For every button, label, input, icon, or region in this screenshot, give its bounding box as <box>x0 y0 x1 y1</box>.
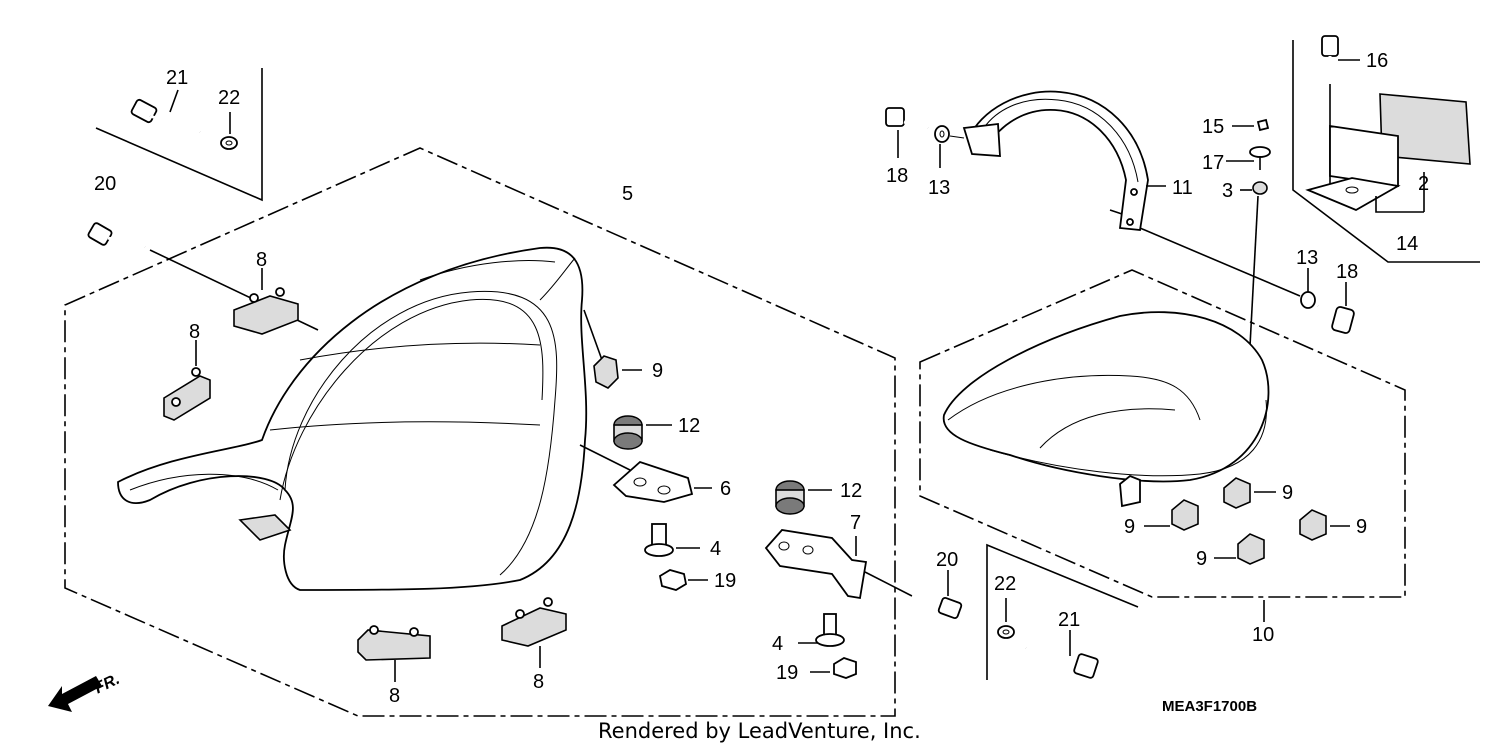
pad-8-b <box>163 340 211 421</box>
callout-4-a: 4 <box>710 538 721 560</box>
callout-7: 7 <box>850 512 861 534</box>
region-lines <box>64 40 1480 717</box>
bolt-18-right <box>1317 282 1355 334</box>
washer-22-bottom <box>997 598 1015 639</box>
callout-13-right: 13 <box>1296 247 1318 269</box>
render-credit: Rendered by LeadVenture, Inc. <box>598 719 921 743</box>
callout-15: 15 <box>1202 116 1224 138</box>
callout-10: 10 <box>1252 624 1274 646</box>
pad-8-a <box>233 268 299 335</box>
callout-21-bottom: 21 <box>1058 609 1080 631</box>
callout-19-a: 19 <box>714 570 736 592</box>
callout-19-b: 19 <box>776 662 798 684</box>
callout-17: 17 <box>1202 152 1224 174</box>
grab-strap-11 <box>962 90 1301 297</box>
callout-8-c: 8 <box>389 685 400 707</box>
main-seat <box>117 246 588 591</box>
bracket-6 <box>579 444 712 503</box>
bolt-18-left <box>885 107 929 158</box>
pad-8-c <box>357 625 431 682</box>
nut-9-main <box>583 309 642 389</box>
callout-12-a: 12 <box>678 415 700 437</box>
front-direction-arrow: FR. <box>48 671 123 712</box>
bolt-21-bottom <box>1025 630 1099 679</box>
callout-20-left: 20 <box>94 173 116 195</box>
collar-3 <box>1240 181 1268 347</box>
callout-9-main: 9 <box>652 360 663 382</box>
callout-14: 14 <box>1396 233 1418 255</box>
callout-16: 16 <box>1366 50 1388 72</box>
pillion-seat-group-outline <box>919 269 1406 598</box>
callout-8-d: 8 <box>533 671 544 693</box>
nut-19-a <box>658 569 708 591</box>
callout-8-b: 8 <box>189 321 200 343</box>
callout-labels: 21 22 20 8 8 8 8 5 9 12 6 4 19 12 7 4 19… <box>94 50 1429 707</box>
pillion-seat <box>942 311 1270 508</box>
collar-4-b <box>798 613 845 647</box>
grommet-12-b <box>775 480 832 515</box>
callout-11: 11 <box>1172 177 1193 199</box>
washer-13-left <box>934 125 965 168</box>
front-direction-label: FR. <box>92 671 123 698</box>
callout-20-right: 20 <box>936 549 958 571</box>
nuts-9-pillion <box>1144 477 1350 565</box>
callout-4-b: 4 <box>772 633 783 655</box>
pad-8-d <box>501 597 567 668</box>
collar-4-a <box>644 523 700 557</box>
callout-13-left: 13 <box>928 177 950 199</box>
callout-9-pillion-d: 9 <box>1196 548 1207 570</box>
washer-22-top <box>220 112 238 150</box>
bolt-21-top <box>130 89 201 134</box>
callout-9-pillion-a: 9 <box>1282 482 1293 504</box>
callout-3: 3 <box>1222 180 1233 202</box>
callout-21-top: 21 <box>166 67 188 89</box>
diagram-code: MEA3F1700B <box>1162 698 1257 715</box>
washer-13-right <box>1300 268 1316 309</box>
clip-15 <box>1232 118 1270 132</box>
bracket-7 <box>764 529 868 600</box>
main-seat-group-outline <box>64 147 896 717</box>
callout-22-top: 22 <box>218 87 240 109</box>
callout-18-left: 18 <box>886 165 908 187</box>
callout-22-bottom: 22 <box>994 573 1016 595</box>
callout-12-b: 12 <box>840 480 862 502</box>
callout-5: 5 <box>622 183 633 205</box>
callout-9-pillion-b: 9 <box>1124 516 1135 538</box>
pad-2 <box>1305 93 1471 213</box>
callout-2: 2 <box>1418 173 1429 195</box>
grommet-12-a <box>613 415 672 450</box>
callout-18-right: 18 <box>1336 261 1358 283</box>
callout-9-pillion-c: 9 <box>1356 516 1367 538</box>
callout-8-a: 8 <box>256 249 267 271</box>
nut-19-b <box>810 657 857 679</box>
bolt-20-right <box>864 570 963 619</box>
screw-17 <box>1226 146 1271 170</box>
callout-6: 6 <box>720 478 731 500</box>
